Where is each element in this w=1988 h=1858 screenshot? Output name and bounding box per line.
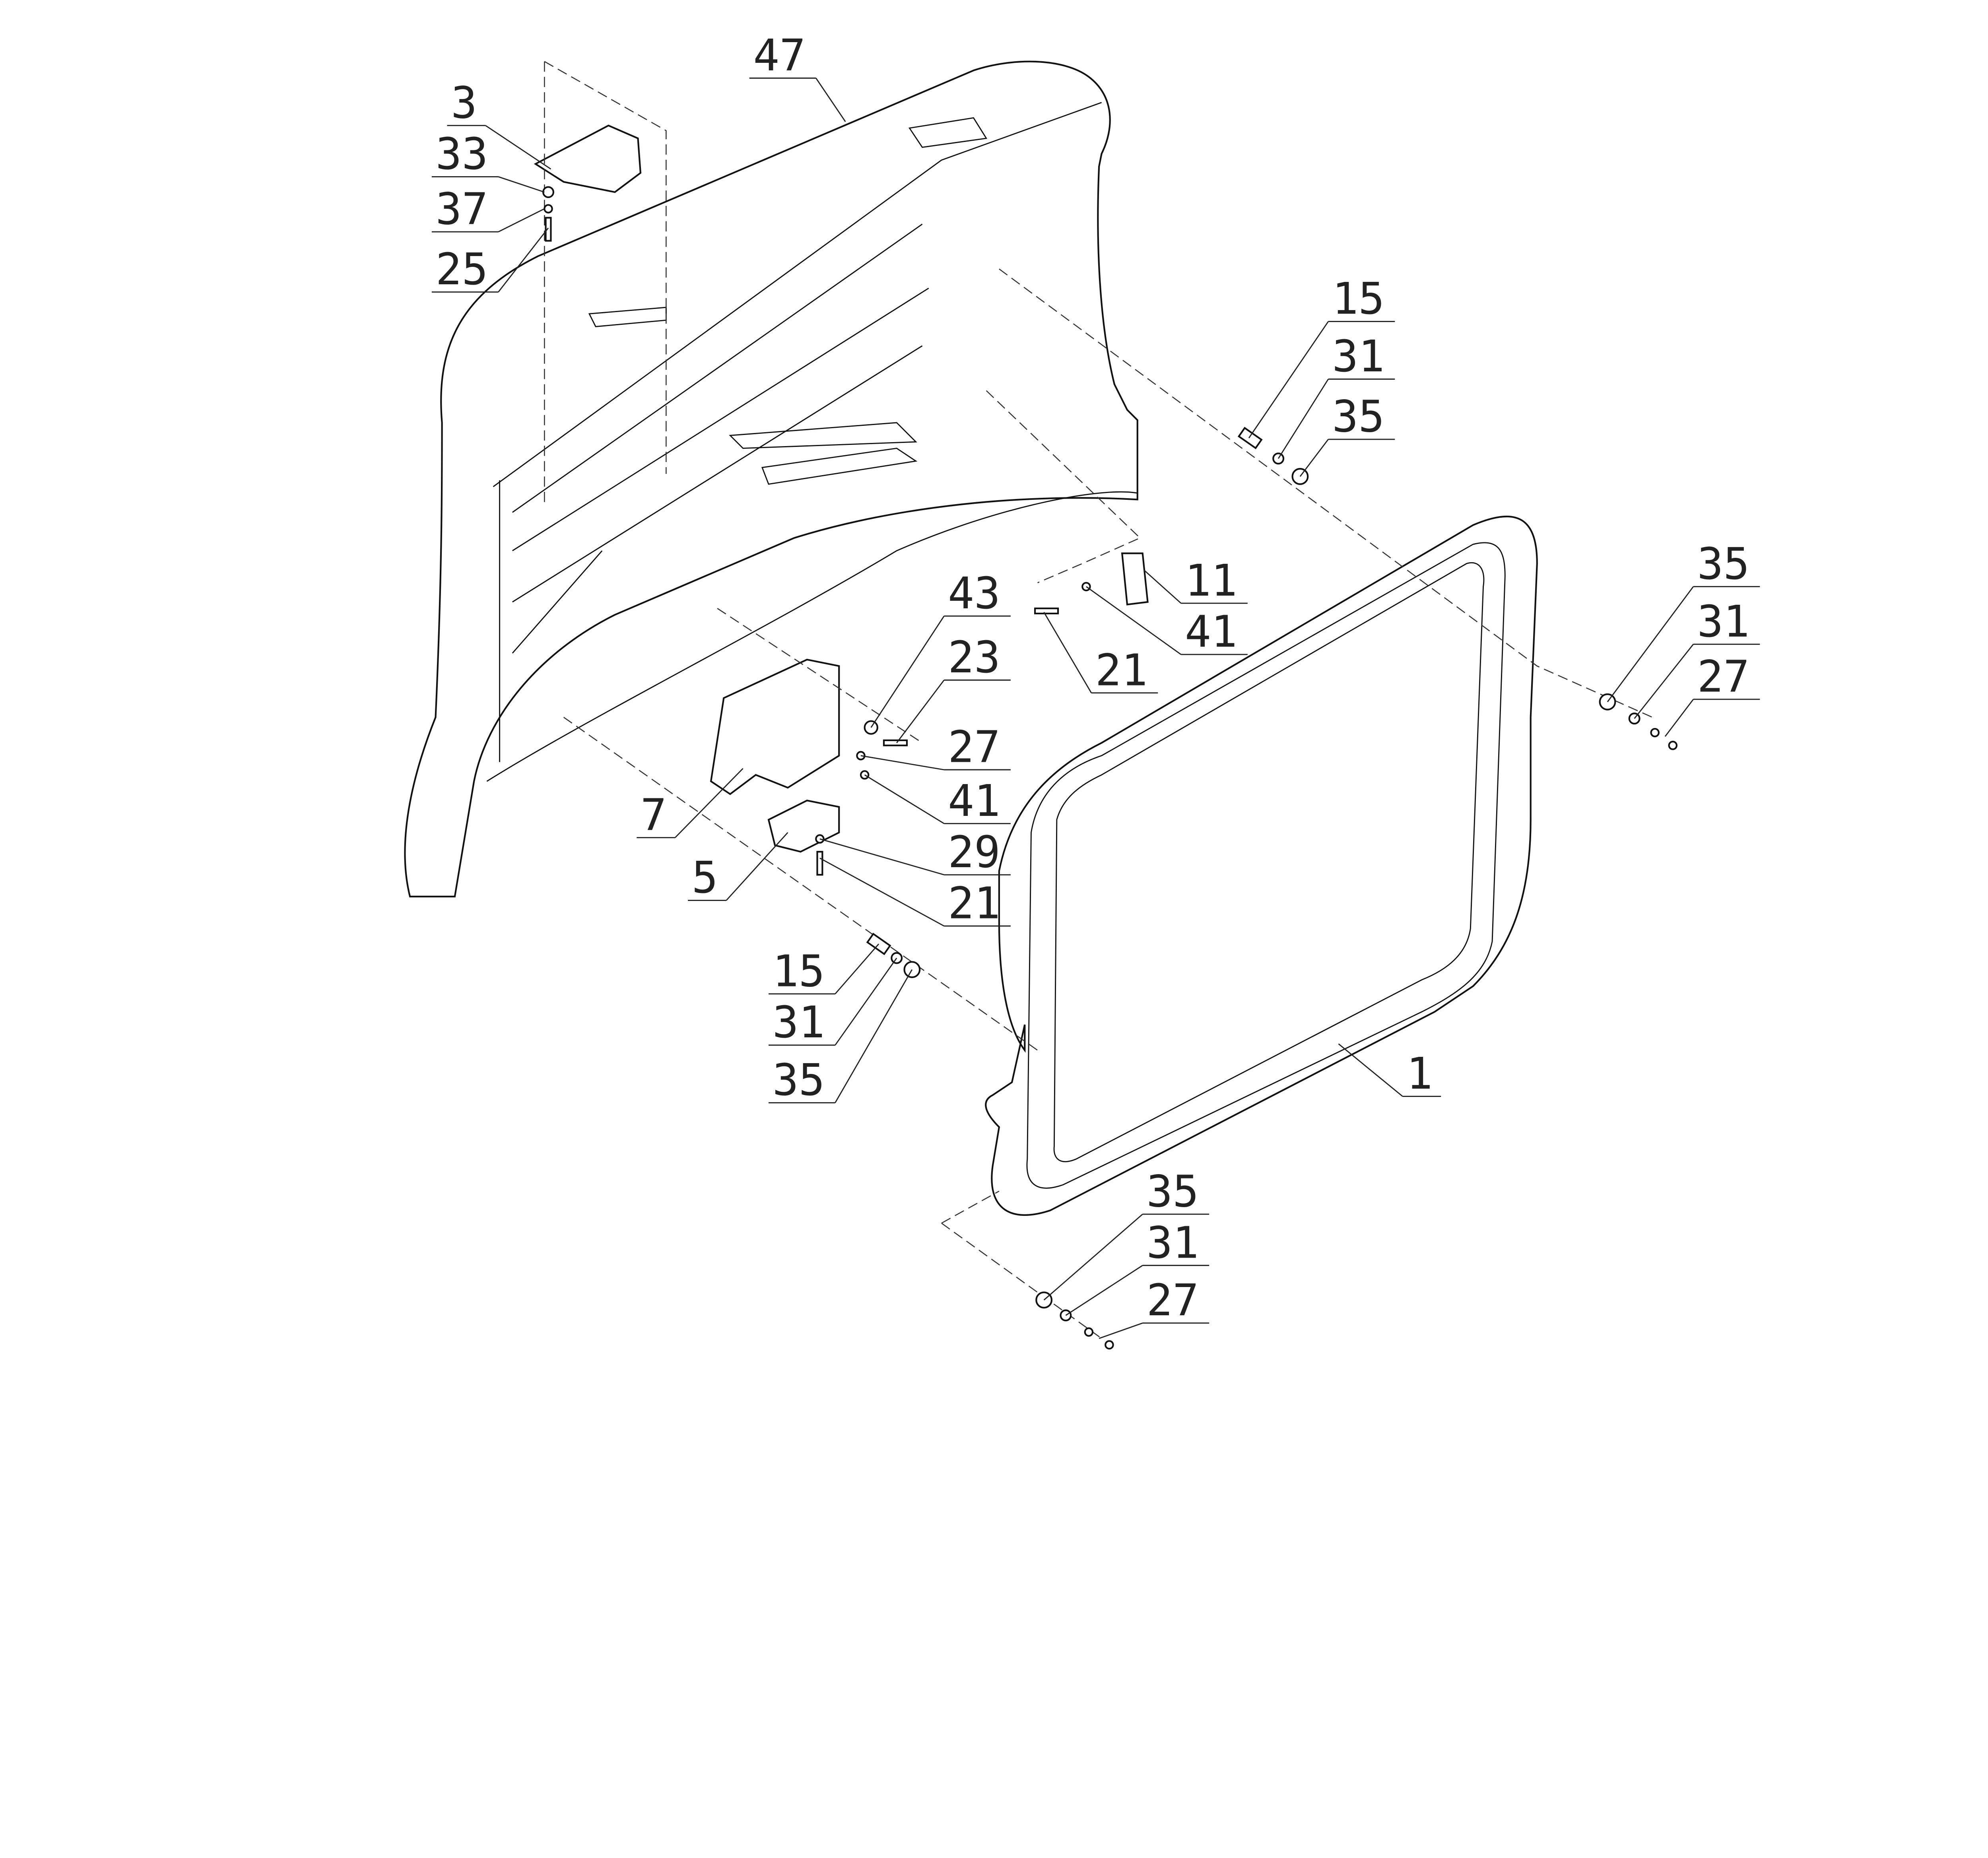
leader-line xyxy=(819,838,1011,876)
small-bracket xyxy=(1121,552,1149,606)
latch-plate xyxy=(767,800,840,853)
assembly-lines xyxy=(544,61,1653,1339)
callout-label-11: 11 xyxy=(1185,555,1237,606)
hinge-bracket xyxy=(534,124,642,193)
leader-line xyxy=(870,615,1011,728)
callout-label-31: 31 xyxy=(1697,596,1749,647)
callout-label-21: 21 xyxy=(1095,645,1147,695)
leader-line xyxy=(1248,321,1395,439)
callout-label-41: 41 xyxy=(948,775,1000,826)
leader-line xyxy=(447,125,551,170)
callout-label-31: 31 xyxy=(1332,331,1384,382)
leader-line xyxy=(1634,643,1760,719)
leader-line xyxy=(1143,569,1248,604)
callout-label-31: 31 xyxy=(1146,1217,1199,1268)
leader-line xyxy=(431,176,545,193)
callout-labels: 4733337251531351141214323274172952115313… xyxy=(431,30,1760,1339)
leader-line xyxy=(1338,1043,1441,1097)
callout-label-1: 1 xyxy=(1406,1048,1433,1099)
hood-panel xyxy=(404,60,1138,897)
leader-line xyxy=(1086,586,1248,655)
callout-label-15: 15 xyxy=(1332,273,1384,324)
callout-label-35: 35 xyxy=(1697,538,1749,589)
leader-line xyxy=(1299,439,1395,477)
callout-label-15: 15 xyxy=(773,946,825,996)
callout-label-27: 27 xyxy=(1697,651,1749,702)
callout-label-33: 33 xyxy=(436,128,488,179)
leader-line xyxy=(1277,379,1395,459)
leader-line xyxy=(860,755,1011,771)
callout-label-27: 27 xyxy=(1146,1275,1199,1326)
leader-line xyxy=(896,680,1011,744)
callout-label-5: 5 xyxy=(692,852,718,903)
leader-line xyxy=(637,768,744,839)
callout-label-35: 35 xyxy=(1332,391,1384,442)
callout-label-35: 35 xyxy=(773,1054,825,1105)
leader-line xyxy=(769,944,879,995)
callout-label-25: 25 xyxy=(436,244,488,295)
leader-line xyxy=(431,227,549,293)
callout-label-43: 43 xyxy=(948,568,1000,619)
callout-label-3: 3 xyxy=(451,77,477,128)
support-bracket xyxy=(710,658,840,795)
callout-label-47: 47 xyxy=(753,30,806,81)
leader-line xyxy=(1065,1265,1209,1316)
callout-label-31: 31 xyxy=(773,997,825,1048)
callout-label-29: 29 xyxy=(948,827,1000,878)
leader-line xyxy=(819,857,1011,927)
exploded-parts-diagram: 4733337251531351141214323274172952115313… xyxy=(404,30,1760,1350)
leader-line xyxy=(1607,586,1760,703)
leader-line xyxy=(864,774,1011,824)
callout-label-7: 7 xyxy=(641,789,667,840)
leader-line xyxy=(749,78,846,122)
callout-label-21: 21 xyxy=(948,878,1000,929)
callout-label-27: 27 xyxy=(948,722,1000,773)
leader-line xyxy=(769,969,913,1103)
callout-label-35: 35 xyxy=(1146,1166,1199,1217)
leader-line xyxy=(688,832,788,901)
leader-line xyxy=(1043,612,1158,694)
leader-line xyxy=(769,957,897,1046)
callout-label-37: 37 xyxy=(436,184,488,235)
leader-line xyxy=(1664,699,1760,737)
leader-line xyxy=(431,208,545,233)
leader-line xyxy=(1043,1213,1209,1301)
callout-label-23: 23 xyxy=(948,632,1000,683)
radiator-frame xyxy=(985,516,1538,1216)
callout-label-41: 41 xyxy=(1185,606,1237,657)
leader-line xyxy=(1099,1322,1209,1339)
